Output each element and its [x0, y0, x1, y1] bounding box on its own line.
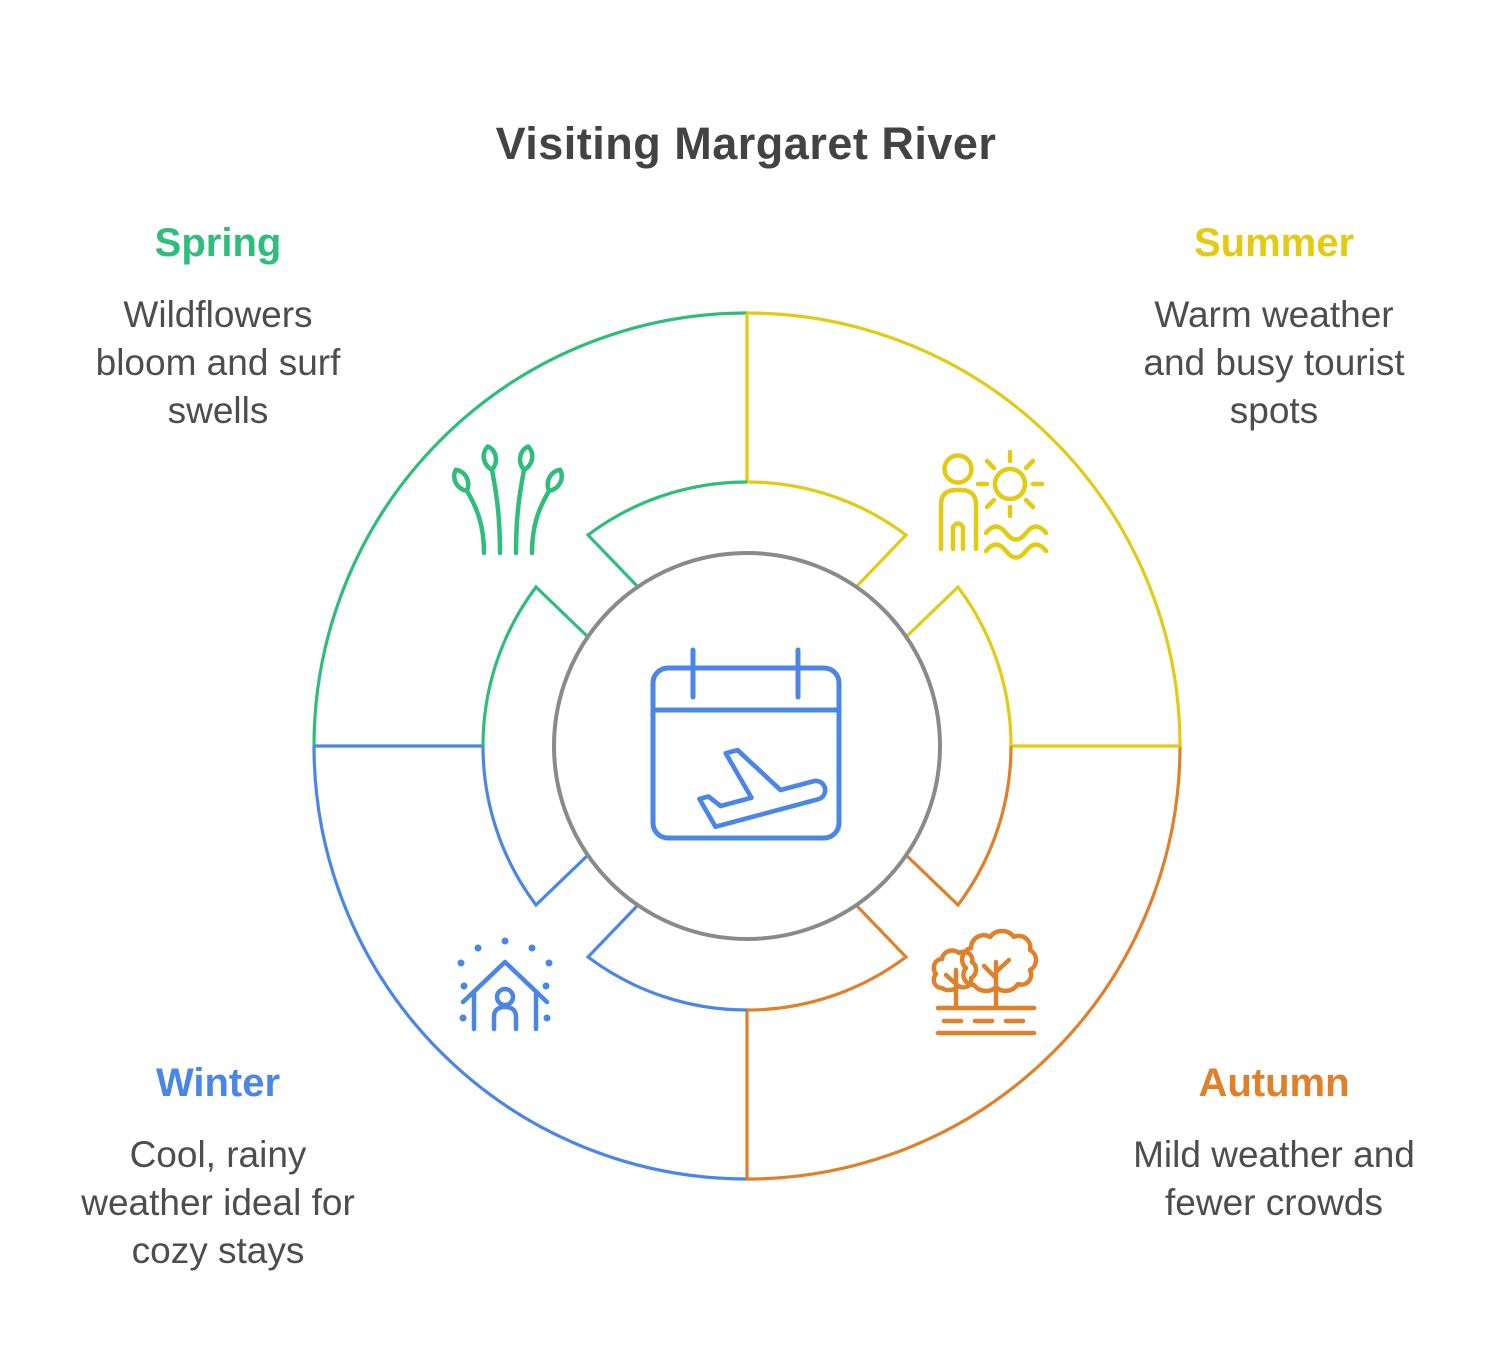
summer-text-block: Summer Warm weather and busy tourist spo…: [1124, 219, 1424, 435]
plane-takeoff-glyph: [697, 747, 828, 830]
tree-trunk-large: [981, 957, 1012, 1011]
center-circle: [552, 551, 942, 941]
person-head: [494, 986, 516, 1008]
autumn-heading: Autumn: [1198, 1061, 1350, 1105]
autumn-outer-arc: [746, 745, 1182, 1181]
spring-description: Wildflowers bloom and surf swells: [95, 294, 341, 431]
autumn-description: Mild weather and fewer crowds: [1133, 1134, 1415, 1223]
trees-road-icon: [931, 928, 1039, 1036]
calendar-body: [650, 665, 842, 841]
person-legs: [950, 521, 966, 552]
winter-heading: Winter: [155, 1061, 281, 1105]
tree-crown-small: [931, 948, 979, 993]
winter-description: Cool, rainy weather ideal for cozy stays: [81, 1134, 355, 1271]
winter-band-bottom-half: [585, 903, 748, 1012]
summer-outer-arc: [746, 311, 1182, 747]
person-head: [942, 453, 974, 485]
tree-trunk-small: [943, 967, 959, 1011]
house-walls: [471, 990, 539, 1032]
page-title: Visiting Margaret River: [495, 118, 997, 169]
person-sun-waves-icon: [938, 449, 1049, 560]
summer-band-right-half: [904, 584, 1013, 747]
spring-outer-arc: [312, 311, 748, 747]
winter-outer-arc: [312, 745, 748, 1181]
person-body: [938, 487, 979, 552]
calendar-plane-icon: [650, 647, 842, 841]
autumn-text-block: Autumn Mild weather and fewer crowds: [1104, 1059, 1444, 1227]
spring-text-block: Spring Wildflowers bloom and surf swells: [78, 219, 358, 435]
person-body: [491, 1004, 519, 1032]
quadrant-dividers: [314, 313, 1180, 1179]
flower-bud: [517, 444, 535, 473]
wave-line: [983, 542, 1049, 560]
flower-stem: [513, 467, 527, 556]
flower-stem: [529, 488, 552, 556]
cozy-house-snow-icon: [457, 937, 553, 1032]
wave-line: [983, 524, 1049, 542]
autumn-band-bottom-half: [746, 903, 909, 1012]
summer-description: Warm weather and busy tourist spots: [1143, 294, 1405, 431]
autumn-band-right-half: [904, 745, 1013, 908]
flower-bud: [545, 467, 564, 494]
winter-text-block: Winter Cool, rainy weather ideal for coz…: [63, 1059, 373, 1275]
wildflowers-icon: [452, 444, 564, 556]
snow-dots: [457, 937, 553, 1022]
winter-band-left-half: [481, 745, 590, 908]
house-roof: [460, 959, 550, 1005]
sun-rays: [975, 449, 1045, 519]
flower-stem: [489, 467, 503, 556]
flower-bud: [481, 444, 499, 473]
spring-heading: Spring: [154, 221, 282, 265]
sun-disc: [992, 466, 1028, 502]
tree-crown-large: [959, 928, 1039, 994]
summer-band-top-half: [746, 480, 909, 589]
summer-heading: Summer: [1193, 221, 1355, 265]
flower-stem: [464, 488, 487, 556]
spring-band-top-half: [585, 480, 748, 589]
spring-band-left-half: [481, 584, 590, 747]
flower-bud: [452, 467, 471, 494]
inner-band: [481, 480, 1013, 1012]
outer-ring: [312, 311, 1182, 1181]
